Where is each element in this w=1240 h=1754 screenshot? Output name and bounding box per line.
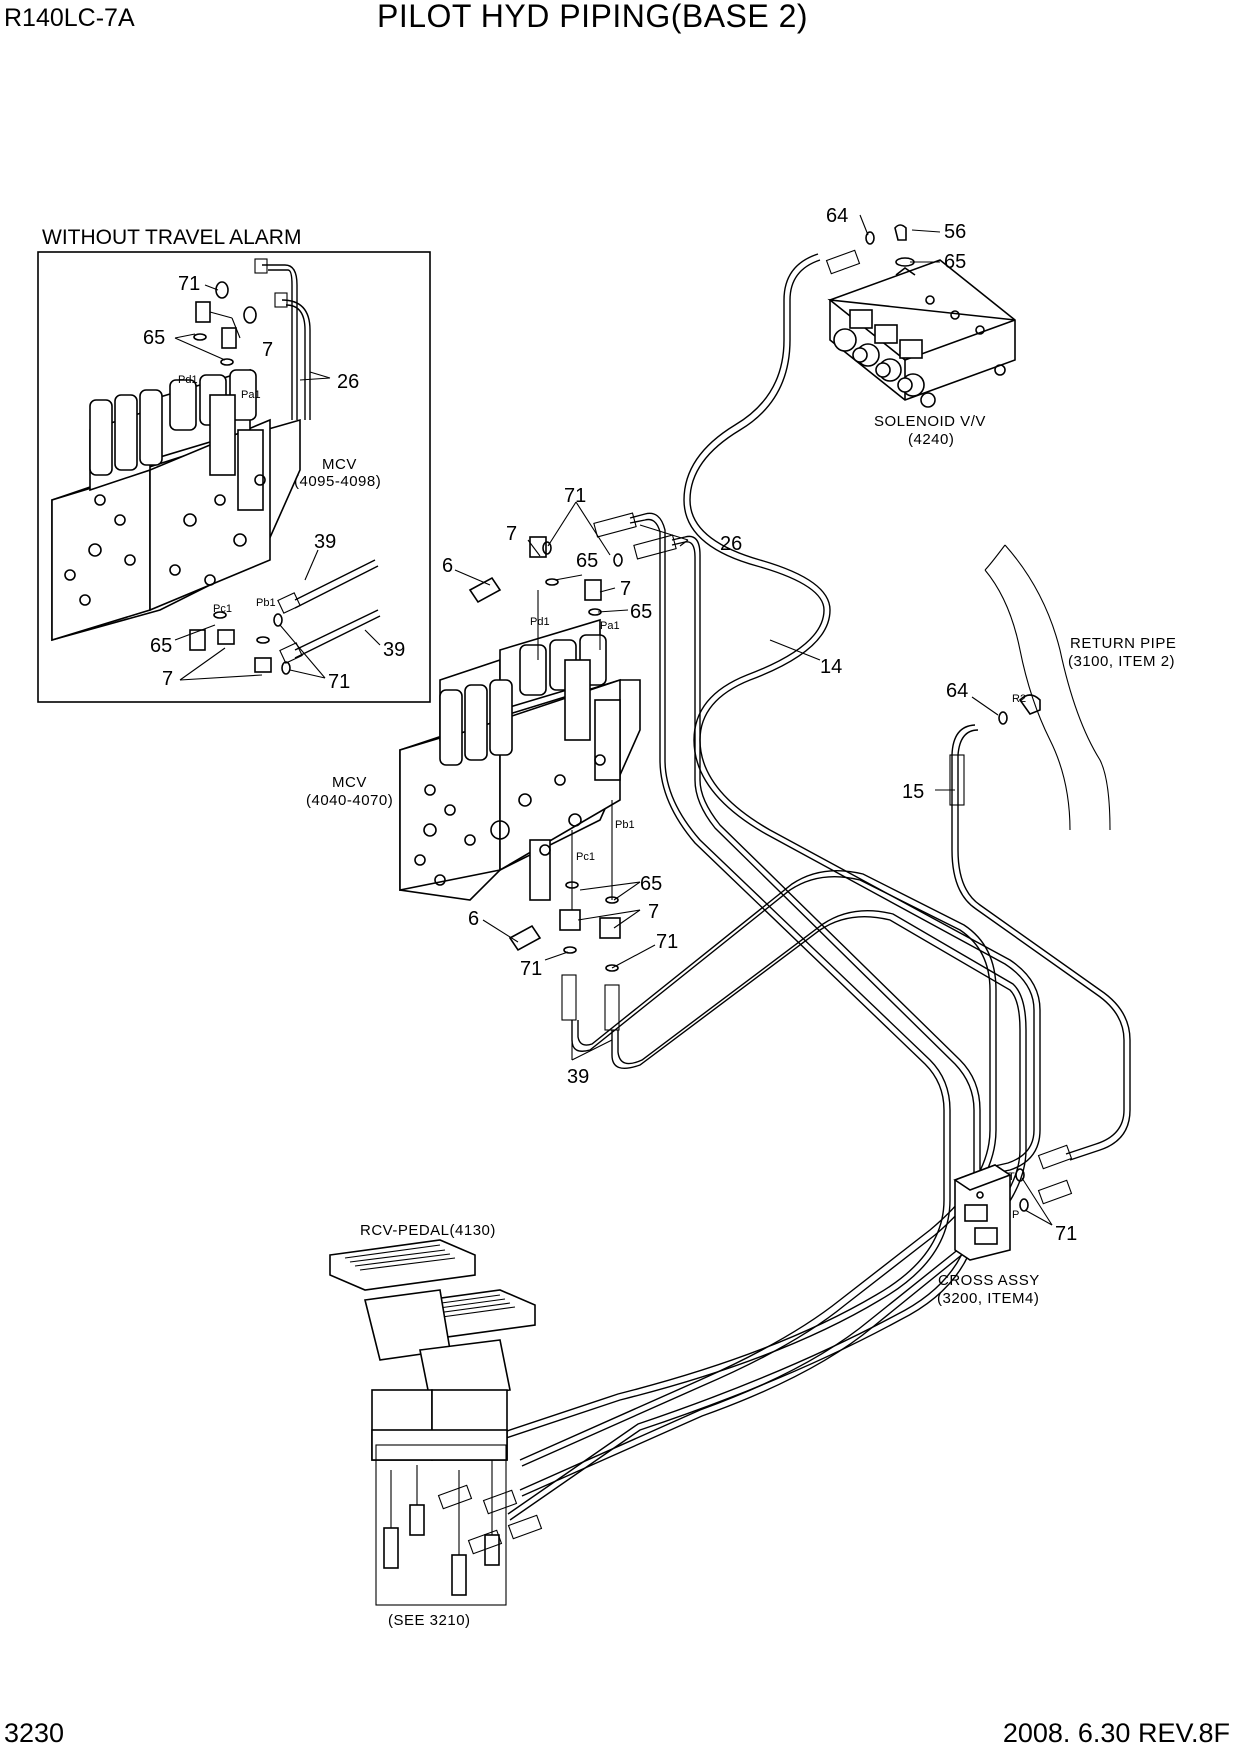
inset-mcv-body	[51, 368, 301, 651]
inset-callout: 7	[162, 668, 173, 690]
page-number: 3230	[4, 1718, 65, 1748]
return-pipe-label: RETURN PIPE	[1070, 635, 1176, 652]
inset-callout: 65	[143, 327, 165, 349]
return-pipe	[984, 544, 1111, 831]
inset-callout: 65	[150, 635, 172, 657]
mcv-lower-fittings	[508, 800, 621, 1031]
port-label: Pc1	[576, 851, 595, 863]
inset-mcv-label: MCV	[322, 456, 357, 473]
callout: 14	[820, 656, 842, 678]
callout: 71	[1055, 1223, 1077, 1245]
inset-callout: 39	[383, 639, 405, 661]
callout: 64	[826, 205, 848, 227]
callout: 64	[946, 680, 968, 702]
callout: 65	[576, 550, 598, 572]
mcv-range: (4040-4070)	[306, 792, 393, 809]
callout: 71	[564, 485, 586, 507]
cross-assy-ref: (3200, ITEM4)	[937, 1290, 1039, 1307]
model-number: R140LC-7A	[4, 4, 135, 32]
inset-port-label: Pd1	[178, 374, 198, 386]
callout: 6	[468, 908, 479, 930]
callout: 71	[520, 958, 542, 980]
callout: 65	[630, 601, 652, 623]
main-mcv-body	[399, 618, 641, 901]
inset-panel: WITHOUT TRAVEL ALARM	[37, 226, 431, 703]
port-label: Pd1	[530, 616, 550, 628]
leader-lines	[454, 214, 1053, 1226]
pedal-label: RCV-PEDAL(4130)	[360, 1222, 496, 1239]
hose-14	[683, 253, 1041, 1173]
revision-date: 2008. 6.30 REV.8F	[1002, 1718, 1230, 1748]
port-label: Pb1	[615, 819, 635, 831]
callout: 71	[656, 931, 678, 953]
cross-port-label: P	[1012, 1209, 1019, 1221]
solenoid-ref: (4240)	[908, 431, 954, 448]
inset-port-label: Pa1	[241, 389, 261, 401]
see-ref-frame	[375, 1444, 507, 1606]
see-ref-label: (SEE 3210)	[388, 1612, 471, 1629]
inset-callout: 39	[314, 531, 336, 553]
callout: 26	[720, 533, 742, 555]
callout: 6	[442, 555, 453, 577]
hose-15	[949, 694, 1131, 1161]
mcv-upper-fittings	[468, 536, 623, 660]
port-label: Pa1	[600, 620, 620, 632]
inset-callout: 26	[337, 371, 359, 393]
callout: 7	[648, 901, 659, 923]
return-pipe-ref: (3100, ITEM 2)	[1068, 653, 1175, 670]
inset-title: WITHOUT TRAVEL ALARM	[42, 226, 301, 249]
inset-callout: 7	[262, 339, 273, 361]
rcv-pedal	[329, 1239, 536, 1461]
hose-26	[593, 512, 981, 1200]
callout: 7	[506, 523, 517, 545]
inset-port-label: Pb1	[256, 597, 276, 609]
mcv-label: MCV	[332, 774, 367, 791]
main-callouts: 64 56 65 71 7 6 65 7 65 26 14 64 15 65 7…	[442, 205, 1077, 1245]
callout: 56	[944, 221, 966, 243]
solenoid-valve	[825, 224, 1016, 408]
cross-port-label: T	[1008, 1171, 1015, 1183]
hose-39	[519, 869, 1027, 1497]
callout: 15	[902, 781, 924, 803]
callout: 65	[640, 873, 662, 895]
callout: 39	[567, 1066, 589, 1088]
port-label: R2	[1012, 693, 1026, 705]
inset-port-label: Pc1	[213, 603, 232, 615]
page-title: PILOT HYD PIPING(BASE 2)	[377, 0, 809, 34]
inset-callout: 71	[178, 273, 200, 295]
pedal-fittings	[383, 1460, 543, 1596]
callout: 65	[944, 251, 966, 273]
cross-assy-label: CROSS ASSY	[938, 1272, 1040, 1289]
cross-assy	[953, 1144, 1073, 1261]
callout: 7	[620, 578, 631, 600]
inset-frame	[37, 251, 431, 703]
solenoid-label: SOLENOID V/V	[874, 413, 986, 430]
inset-mcv-range: (4095-4098)	[294, 473, 381, 490]
inset-callout: 71	[328, 671, 350, 693]
